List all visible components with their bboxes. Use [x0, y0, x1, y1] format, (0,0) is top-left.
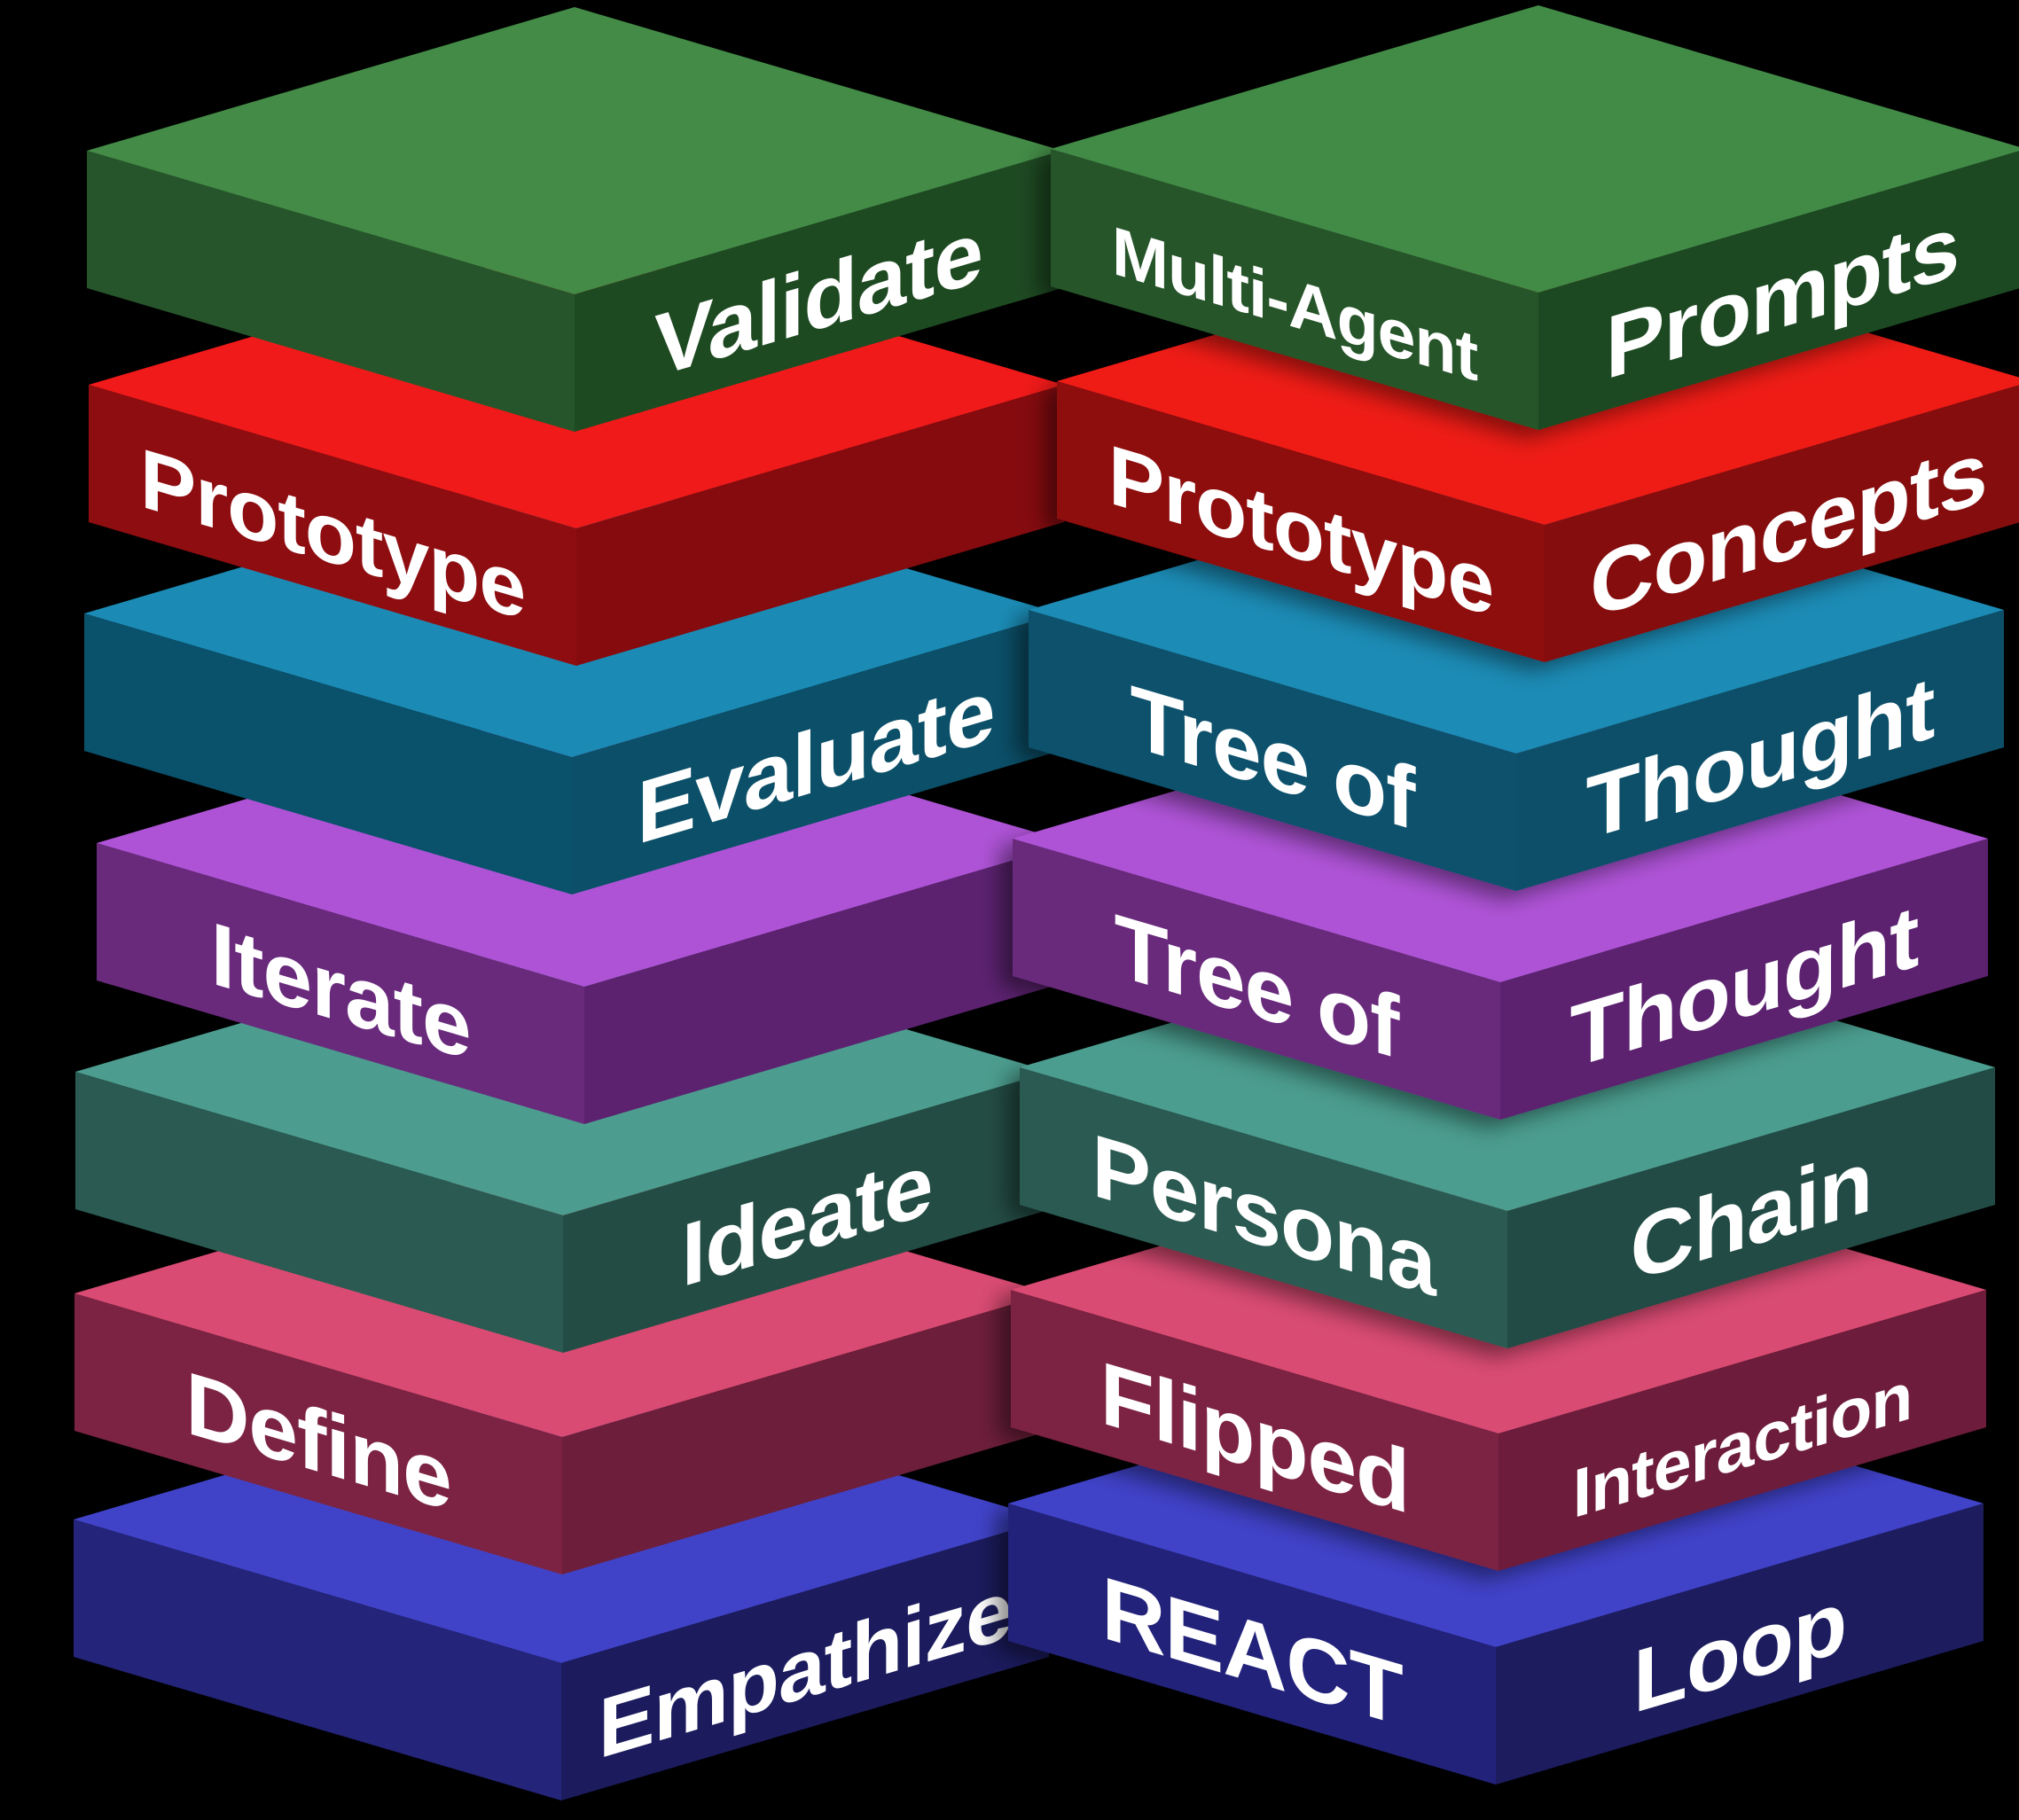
- slab-top-face: [1051, 5, 2019, 293]
- slab-left-face: [1057, 381, 1545, 662]
- slab-left-face: [1008, 1504, 1496, 1785]
- slab-right-face: [1500, 839, 1988, 1120]
- slab-left-face: [74, 1519, 561, 1800]
- slab-right-face: [576, 385, 1064, 666]
- slab-left-face: [1029, 610, 1516, 891]
- slab-right-face: [1538, 151, 2019, 430]
- slab-right-face: [562, 1293, 1050, 1574]
- slab-right-face: [563, 1072, 1051, 1353]
- slab-left-face: [75, 1072, 563, 1353]
- slab-left-face: [74, 1293, 562, 1574]
- slab-left-face: [1020, 1067, 1507, 1348]
- slab-right-face: [584, 843, 1072, 1124]
- slab-left-face: [89, 385, 576, 666]
- slab-right-face: [561, 1519, 1049, 1800]
- slab-right-face: [572, 613, 1060, 894]
- slab-left-face: [1013, 839, 1500, 1120]
- slab-right-face: [1507, 1067, 1995, 1348]
- slab-left-face: [1051, 149, 1538, 430]
- slab-right-face: [1499, 1290, 1986, 1571]
- slab-right-face: [575, 151, 1062, 432]
- slab-right-face: [1496, 1504, 1984, 1785]
- slab-right-face: [1545, 385, 2019, 662]
- slab-left-face: [87, 151, 575, 432]
- slab-left-face: [1011, 1290, 1499, 1571]
- slab-right-face: [1516, 610, 2004, 891]
- slab-left-face: [84, 613, 572, 894]
- slab-left-face: [97, 843, 584, 1124]
